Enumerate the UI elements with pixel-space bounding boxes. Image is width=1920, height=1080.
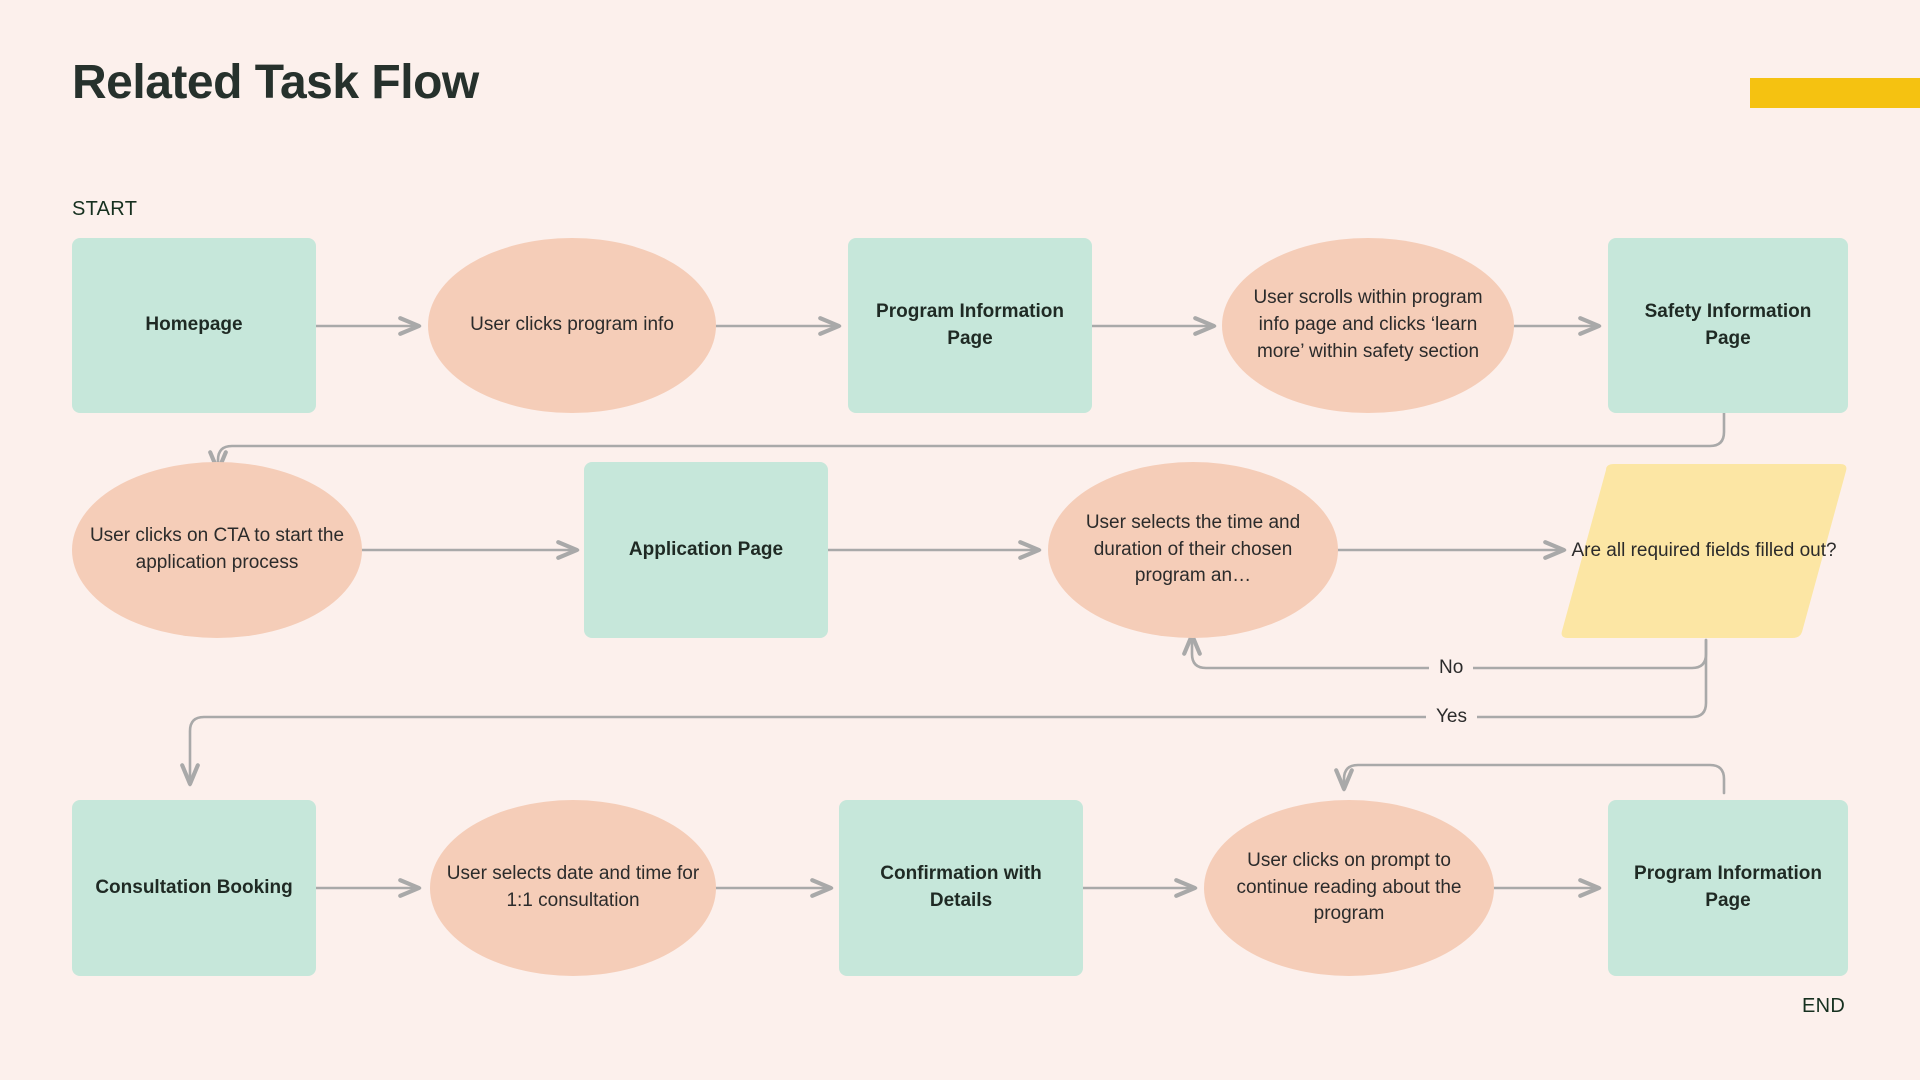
parallelogram-shape [1561,464,1847,638]
node-label: User clicks on CTA to start the applicat… [89,525,345,573]
node-label: Confirmation with Details [880,863,1042,911]
edge-program-info-page-end-to-clicks-prompt [1334,763,1726,795]
node-label: Application Page [628,538,784,560]
node-label: User clicks on prompt to continue readin… [1236,849,1462,925]
node-consultation-booking[interactable]: Consultation Booking [72,800,316,976]
node-user-scrolls-safety-section[interactable]: User scrolls within program info page an… [1222,238,1514,413]
node-label: Program Information Page [876,300,1064,349]
node-application-page[interactable]: Application Page [584,462,828,638]
node-program-information-page-end[interactable]: Program Information Page [1608,800,1848,976]
node-label: User scrolls within program info page an… [1253,287,1483,362]
node-label: Program Information Page [1634,863,1822,911]
node-homepage[interactable]: Homepage [72,238,316,413]
node-label: User clicks program info [470,314,674,336]
edge-decision-yes-to-consultation-booking [180,638,1708,787]
edge-label-yes: Yes [1426,707,1477,726]
node-label: Consultation Booking [95,876,293,898]
node-label: Homepage [145,314,243,336]
start-label: START [72,198,138,220]
node-user-clicks-program-info[interactable]: User clicks program info [428,238,716,413]
edge-label-no: No [1429,658,1474,677]
node-user-selects-time-duration[interactable]: User selects the time and duration of th… [1048,462,1338,638]
node-user-clicks-cta[interactable]: User clicks on CTA to start the applicat… [72,462,362,638]
node-program-information-page[interactable]: Program Information Page [848,238,1092,413]
node-safety-information-page[interactable]: Safety Information Page [1608,238,1848,413]
edge-safety-page-to-cta [208,411,1726,474]
accent-bar [1750,78,1920,108]
node-user-selects-date-time[interactable]: User selects date and time for 1:1 consu… [430,800,716,976]
page-title: Related Task Flow [72,56,479,109]
node-label: Are all required fields filled out? [1571,539,1837,561]
node-confirmation-with-details[interactable]: Confirmation with Details [839,800,1083,976]
node-label: Safety Information Page [1644,300,1812,349]
node-user-clicks-prompt-continue-reading[interactable]: User clicks on prompt to continue readin… [1204,800,1494,976]
node-label: User selects the time and duration of th… [1085,511,1301,587]
node-label: User selects date and time for 1:1 consu… [446,863,700,911]
node-decision-required-fields[interactable]: Are all required fields filled out? [1560,462,1848,640]
end-label: END [1802,995,1846,1017]
